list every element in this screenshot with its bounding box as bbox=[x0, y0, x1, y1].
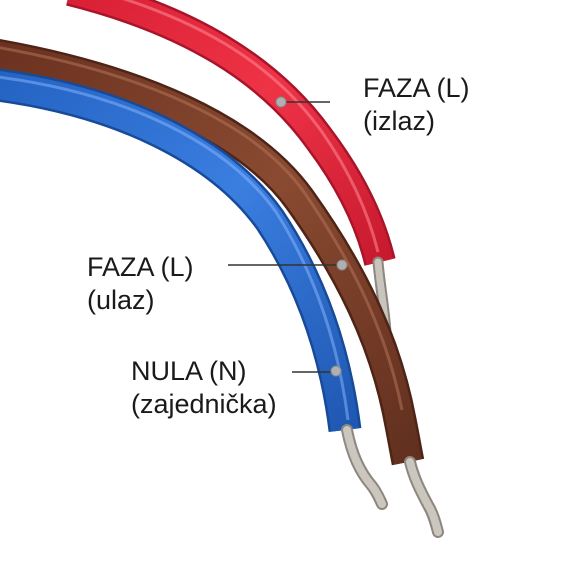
label-blue-wire-line2: (zajednička) bbox=[131, 389, 277, 419]
brown-wire-strands bbox=[404, 456, 444, 538]
label-blue-wire: NULA (N) (zajednička) bbox=[131, 355, 277, 421]
blue-wire bbox=[0, 68, 362, 433]
label-brown-wire-line2: (ulaz) bbox=[87, 285, 155, 315]
label-blue-wire-line1: NULA (N) bbox=[131, 356, 247, 386]
red-wire bbox=[66, 0, 396, 266]
label-brown-wire-line1: FAZA (L) bbox=[87, 252, 194, 282]
label-brown-wire: FAZA (L) (ulaz) bbox=[87, 251, 194, 317]
label-red-wire-line1: FAZA (L) bbox=[363, 73, 470, 103]
blue-wire-strands bbox=[341, 424, 388, 510]
brown-wire bbox=[0, 39, 425, 466]
leader-blue bbox=[292, 365, 342, 377]
leader-brown bbox=[228, 259, 348, 271]
label-red-wire-line2: (izlaz) bbox=[363, 106, 435, 136]
leader-red bbox=[275, 96, 330, 108]
label-red-wire: FAZA (L) (izlaz) bbox=[363, 72, 470, 138]
